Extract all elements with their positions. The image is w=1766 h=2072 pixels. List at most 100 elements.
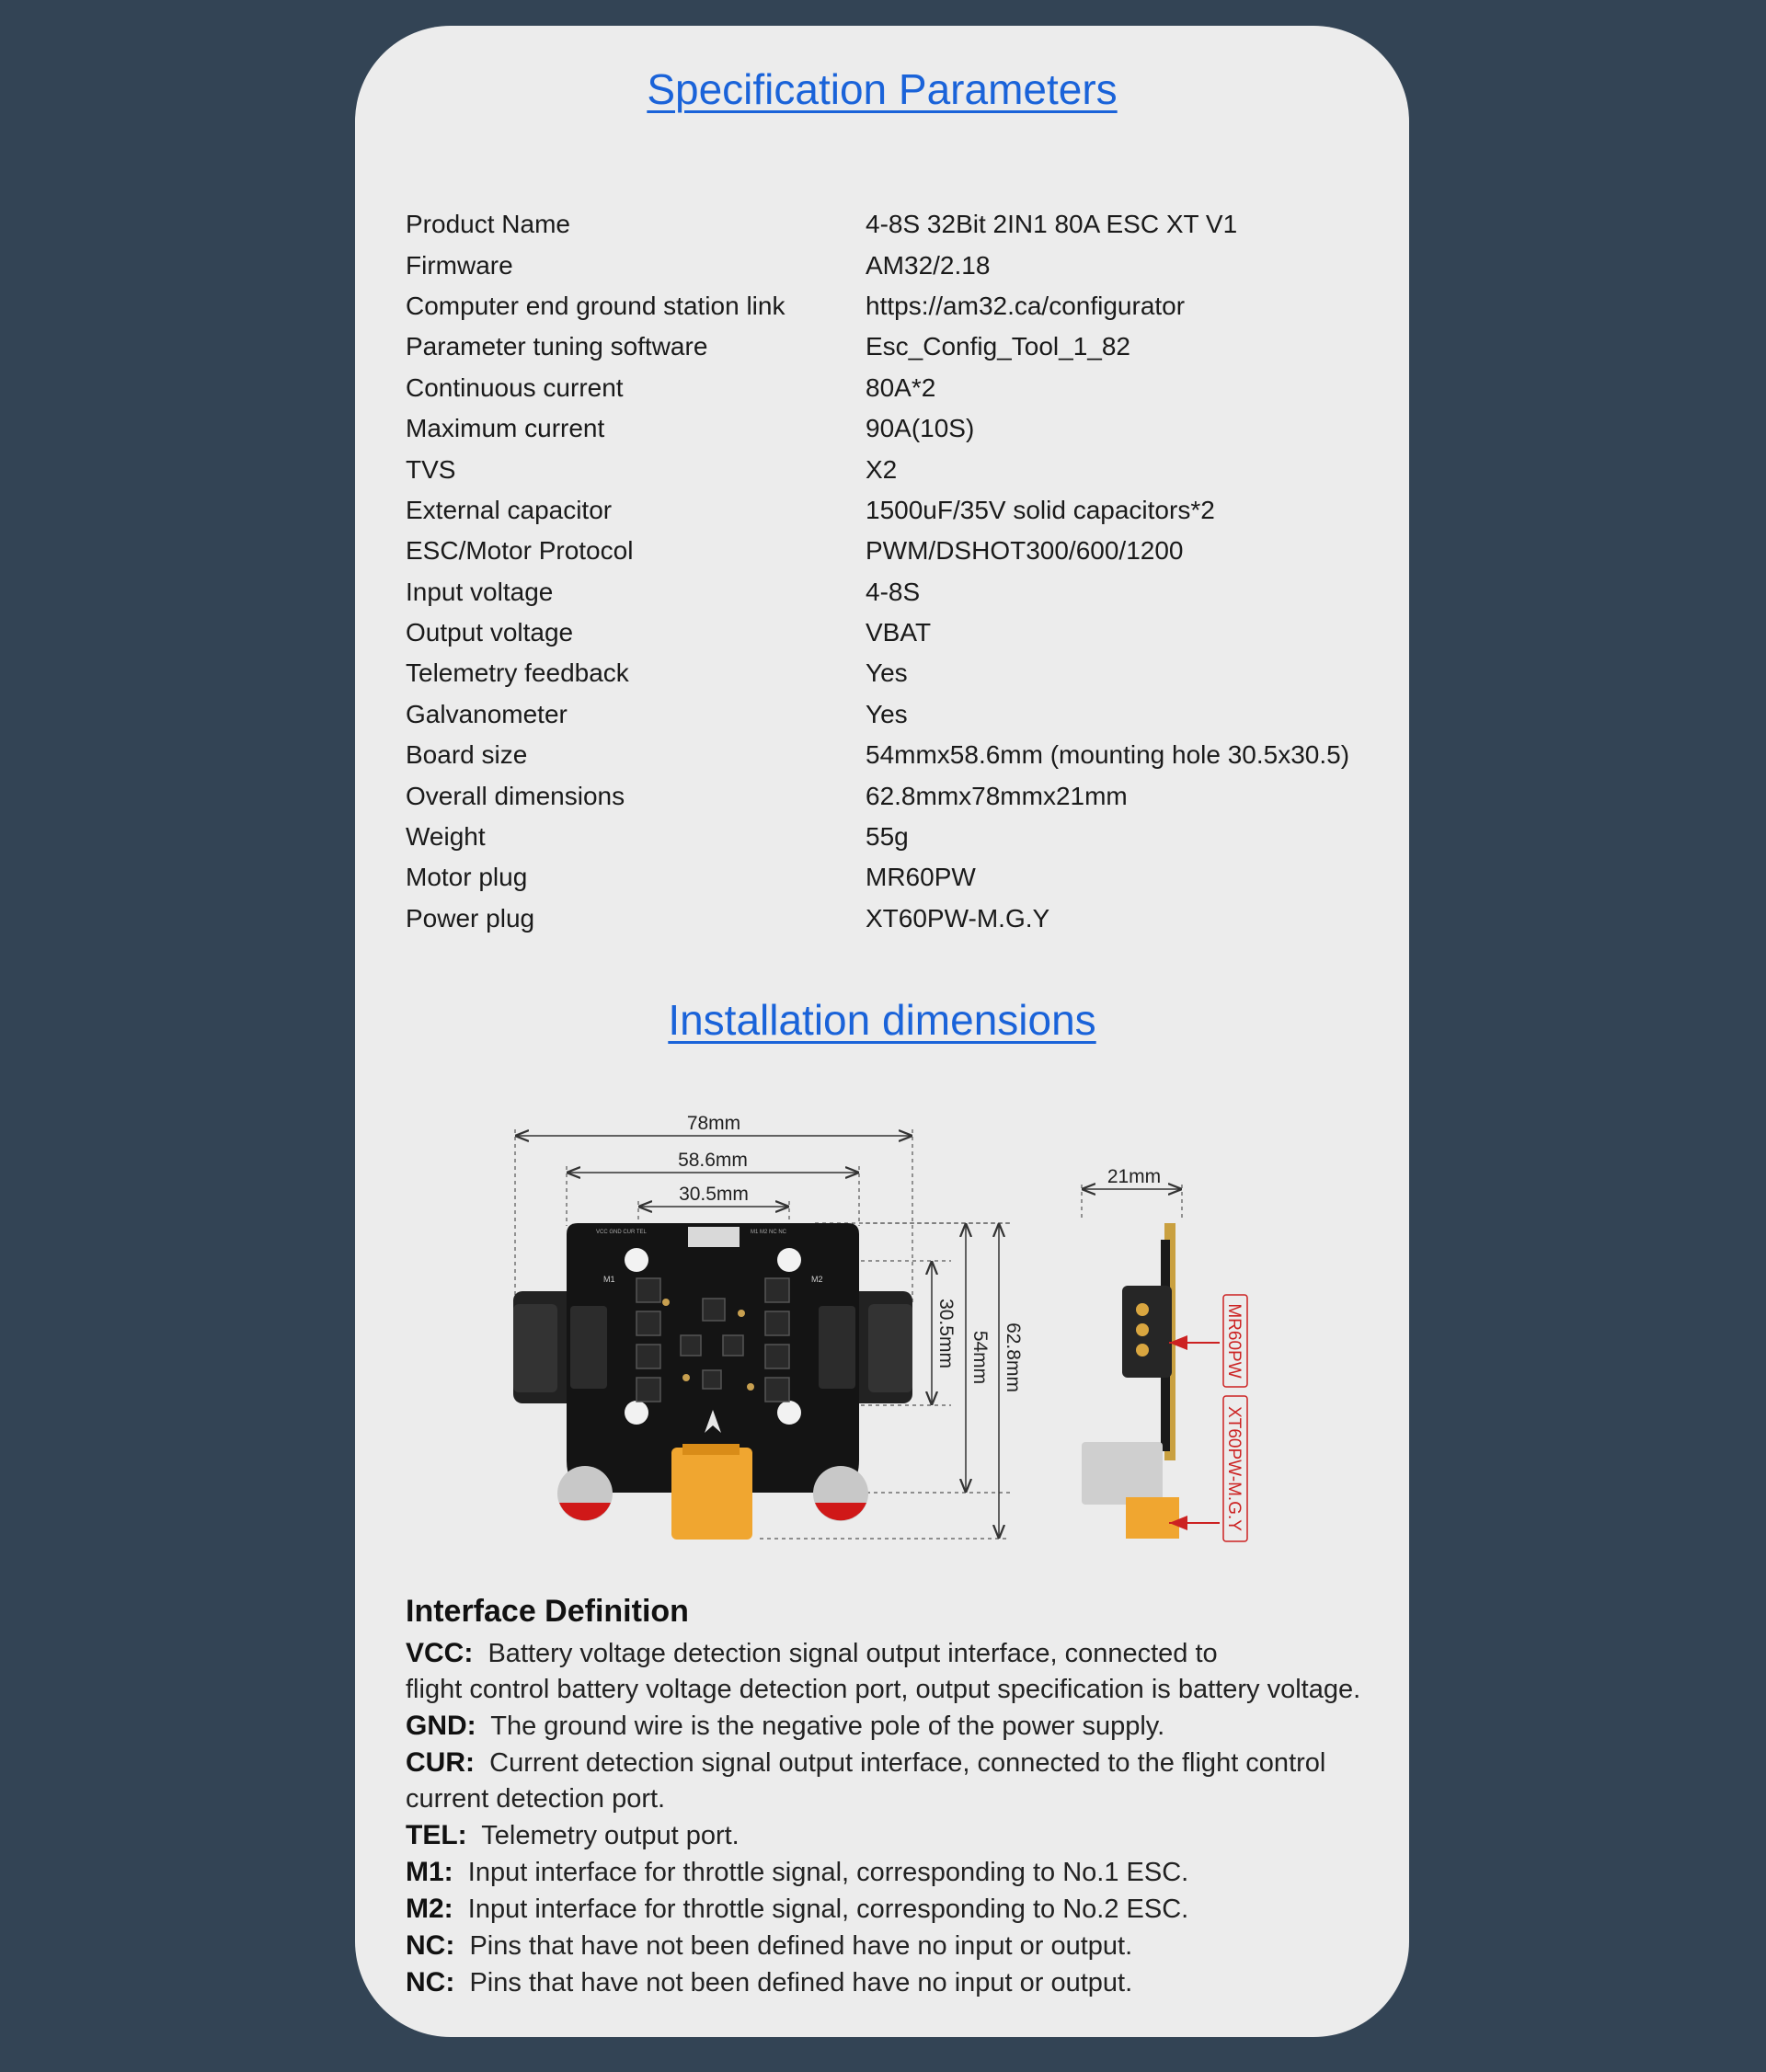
interface-text: Pins that have not been defined have no … bbox=[469, 1931, 1133, 1961]
dim-305-top-label: 30.5mm bbox=[679, 1184, 749, 1205]
spec-row: Power plug XT60PW-M.G.Y bbox=[406, 899, 1371, 939]
interface-item: CUR: Current detection signal output int… bbox=[406, 1745, 1381, 1781]
signal-header bbox=[688, 1227, 740, 1247]
spec-label: Continuous current bbox=[406, 372, 624, 402]
interface-list: VCC: Battery voltage detection signal ou… bbox=[406, 1635, 1381, 2001]
dim-78-label: 78mm bbox=[687, 1113, 740, 1134]
spec-label: Weight bbox=[406, 822, 486, 852]
xt60pw-label: XT60PW-M.G.Y bbox=[1224, 1406, 1244, 1531]
spec-row: Computer end ground station link https://… bbox=[406, 286, 1371, 326]
spec-value: 55g bbox=[866, 822, 909, 852]
interface-title: Interface Definition bbox=[406, 1594, 689, 1629]
interface-key: NC: bbox=[406, 1930, 455, 1961]
spec-row: Firmware AM32/2.18 bbox=[406, 245, 1371, 285]
spec-label: Maximum current bbox=[406, 414, 605, 443]
esc-board-top-view: VCC GND CUR TEL M1 M2 NC NC M1 M2 bbox=[513, 1223, 912, 1540]
interface-item: NC: Pins that have not been defined have… bbox=[406, 1928, 1381, 1964]
spec-row: Product Name 4-8S 32Bit 2IN1 80A ESC XT V… bbox=[406, 204, 1371, 245]
spec-label: TVS bbox=[406, 454, 456, 484]
interface-key: NC: bbox=[406, 1967, 455, 1998]
interface-key: CUR: bbox=[406, 1747, 475, 1778]
interface-key: TEL: bbox=[406, 1820, 467, 1850]
spec-row: Motor plug MR60PW bbox=[406, 857, 1371, 898]
spec-table: Product Name 4-8S 32Bit 2IN1 80A ESC XT V… bbox=[406, 204, 1371, 939]
spec-value: XT60PW-M.G.Y bbox=[866, 903, 1050, 933]
silk-pins-right: M1 M2 NC NC bbox=[751, 1230, 787, 1235]
spec-value: https://am32.ca/configurator bbox=[866, 291, 1186, 320]
spec-label: Motor plug bbox=[406, 863, 528, 892]
spec-value: 54mmx58.6mm (mounting hole 30.5x30.5) bbox=[866, 740, 1350, 770]
spec-value: MR60PW bbox=[866, 863, 976, 892]
spec-label: Firmware bbox=[406, 250, 513, 280]
spec-value: VBAT bbox=[866, 618, 932, 647]
interface-key: M1: bbox=[406, 1857, 453, 1887]
interface-text: Input interface for throttle signal, cor… bbox=[467, 1858, 1189, 1887]
dim-54-label: 54mm bbox=[969, 1331, 991, 1384]
interface-text: Pins that have not been defined have no … bbox=[469, 1968, 1133, 1998]
spec-label: External capacitor bbox=[406, 495, 613, 524]
spec-label: Board size bbox=[406, 740, 528, 770]
spec-value: AM32/2.18 bbox=[866, 250, 991, 280]
interface-item: GND: The ground wire is the negative pol… bbox=[406, 1708, 1381, 1745]
spec-value: PWM/DSHOT300/600/1200 bbox=[866, 536, 1184, 566]
interface-item: VCC: Battery voltage detection signal ou… bbox=[406, 1635, 1381, 1672]
interface-item: NC: Pins that have not been defined have… bbox=[406, 1964, 1381, 2001]
spec-label: Output voltage bbox=[406, 618, 574, 647]
interface-item: M2: Input interface for throttle signal,… bbox=[406, 1891, 1381, 1928]
dim-21-label: 21mm bbox=[1107, 1166, 1161, 1187]
spec-value: Yes bbox=[866, 658, 908, 688]
spec-value: 1500uF/35V solid capacitors*2 bbox=[866, 495, 1215, 524]
spec-label: Power plug bbox=[406, 903, 535, 933]
spec-row: Board size 54mmx58.6mm (mounting hole 30.… bbox=[406, 735, 1371, 775]
dim-305-side-label: 30.5mm bbox=[935, 1299, 957, 1368]
content-card: Specification Parameters Product Name 4-8… bbox=[355, 26, 1409, 2037]
interface-text: Current detection signal output interfac… bbox=[489, 1748, 1326, 1778]
interface-item: TEL: Telemetry output port. bbox=[406, 1817, 1381, 1854]
capacitor-side bbox=[1082, 1442, 1163, 1505]
silk-m1: M1 bbox=[603, 1275, 615, 1284]
spec-row: Continuous current 80A*2 bbox=[406, 368, 1371, 408]
mount-hole bbox=[777, 1248, 801, 1272]
spec-label: Galvanometer bbox=[406, 699, 568, 728]
spec-value: 80A*2 bbox=[866, 372, 936, 402]
spec-label: Input voltage bbox=[406, 577, 554, 606]
spec-label: Overall dimensions bbox=[406, 781, 625, 810]
spec-title: Specification Parameters bbox=[647, 65, 1118, 113]
spec-value: 4-8S 32Bit 2IN1 80A ESC XT V1 bbox=[866, 210, 1238, 239]
interface-text: Battery voltage detection signal output … bbox=[487, 1639, 1218, 1668]
silk-pins-left: VCC GND CUR TEL bbox=[596, 1230, 648, 1235]
install-title: Installation dimensions bbox=[668, 996, 1096, 1044]
esc-board-side-view bbox=[1082, 1223, 1179, 1539]
spec-value: 62.8mmx78mmx21mm bbox=[866, 781, 1128, 810]
dim-586-label: 58.6mm bbox=[678, 1150, 748, 1171]
interface-text: Input interface for throttle signal, cor… bbox=[467, 1895, 1189, 1924]
interface-key: GND: bbox=[406, 1711, 476, 1741]
spec-row: Parameter tuning software Esc_Config_Tool… bbox=[406, 326, 1371, 367]
spec-row: Overall dimensions 62.8mmx78mmx21mm bbox=[406, 775, 1371, 816]
interface-key: M2: bbox=[406, 1894, 453, 1924]
mount-hole bbox=[625, 1248, 648, 1272]
interface-text-cont: flight control battery voltage detection… bbox=[406, 1675, 1361, 1704]
direction-arrow-icon bbox=[705, 1410, 721, 1433]
interface-key: VCC: bbox=[406, 1638, 474, 1668]
spec-row: Weight 55g bbox=[406, 817, 1371, 857]
mr60pw-label: MR60PW bbox=[1224, 1303, 1244, 1378]
spec-value: Esc_Config_Tool_1_82 bbox=[866, 332, 1130, 361]
spec-label: Parameter tuning software bbox=[406, 332, 708, 361]
dim-628-label: 62.8mm bbox=[1003, 1322, 1024, 1392]
interface-text: Telemetry output port. bbox=[481, 1821, 740, 1850]
interface-text-cont: current detection port. bbox=[406, 1784, 666, 1814]
spec-label: Product Name bbox=[406, 210, 570, 239]
interface-item: M1: Input interface for throttle signal,… bbox=[406, 1854, 1381, 1891]
xt60-side-connector bbox=[1126, 1497, 1179, 1539]
spec-row: Output voltage VBAT bbox=[406, 612, 1371, 653]
interface-definition: Interface Definition VCC: Battery voltag… bbox=[406, 1594, 1381, 2001]
interface-text: The ground wire is the negative pole of … bbox=[490, 1711, 1165, 1741]
mount-hole bbox=[777, 1401, 801, 1425]
spec-label: Computer end ground station link bbox=[406, 291, 786, 320]
